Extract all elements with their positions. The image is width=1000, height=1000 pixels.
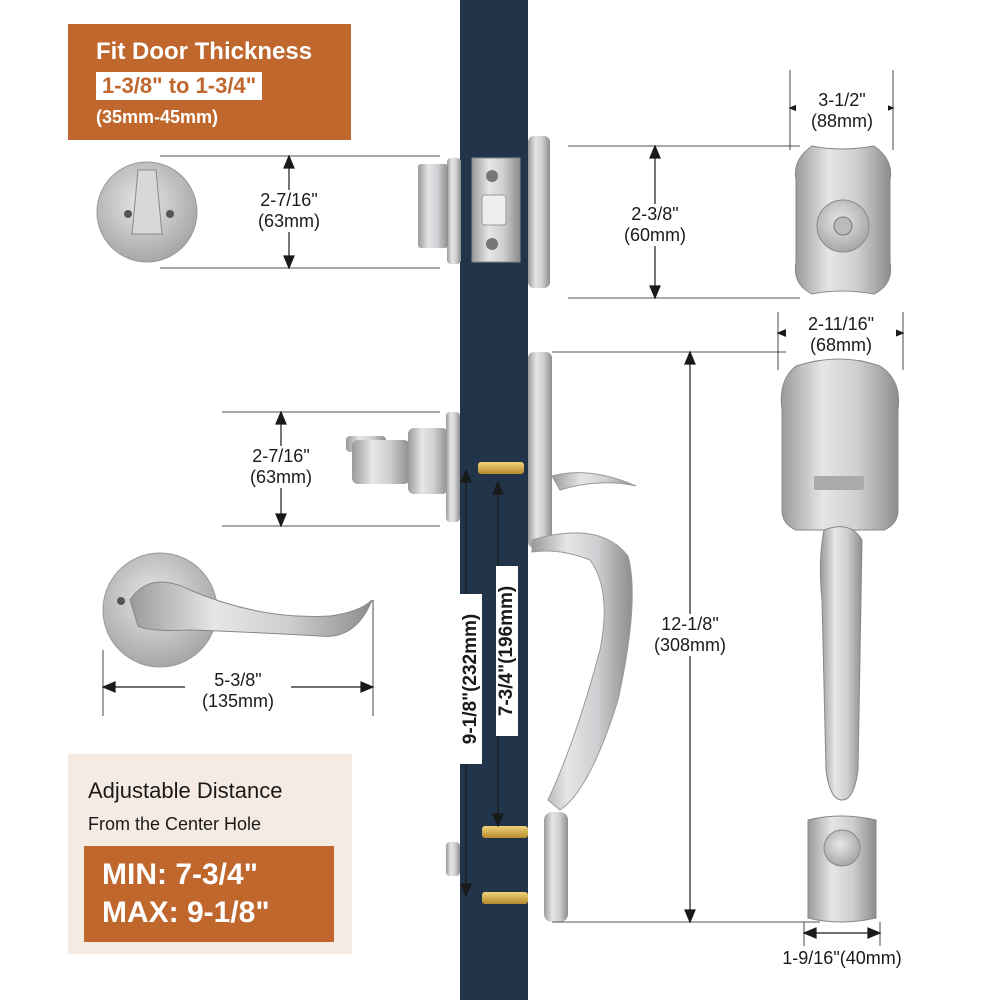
lever-height-label: 2-7/16"(63mm)	[228, 446, 334, 488]
deadbolt-height-label: 2-3/8"(60mm)	[606, 204, 704, 246]
door-thickness-range: 1-3/8" to 1-3/4"	[96, 72, 263, 100]
door-thickness-metric: (35mm-45mm)	[96, 107, 219, 127]
door-thickness-badge: Fit Door Thickness 1-3/8" to 1-3/4" (35m…	[68, 24, 351, 140]
adjustable-range-box: MIN: 7-3/4" MAX: 9-1/8"	[84, 846, 334, 942]
handleset-bottom-width-label: 1-9/16"(40mm)	[782, 948, 902, 968]
adjustable-max: MAX: 9-1/8"	[102, 896, 270, 929]
deadbolt-side-view	[418, 136, 550, 288]
lever-front-view	[102, 552, 373, 668]
door-thickness-title: Fit Door Thickness	[96, 38, 313, 65]
adjustable-title: Adjustable Distance	[88, 778, 283, 803]
handleset-side-view	[446, 462, 633, 922]
adjustable-min: MIN: 7-3/4"	[102, 858, 258, 891]
adjustable-distance-panel: Adjustable Distance From the Center Hole…	[68, 754, 352, 954]
adjustable-subtitle: From the Center Hole	[88, 814, 262, 834]
deadbolt-front-view	[794, 145, 892, 295]
lever-length-label: 5-3/8"(135mm)	[185, 670, 291, 712]
thumbturn-front-view	[96, 161, 198, 263]
handleset-front-view	[780, 358, 900, 923]
spacing-max-label: 9-1/8"(232mm)	[460, 594, 482, 764]
deadbolt-width-label: 3-1/2"(88mm)	[796, 90, 888, 132]
handleset-width-label: 2-11/16"(68mm)	[786, 314, 896, 356]
handleset-height-label: 12-1/8"(308mm)	[645, 614, 735, 656]
thumbturn-height-label: 2-7/16"(63mm)	[236, 190, 342, 232]
spacing-min-label: 7-3/4"(196mm)	[496, 566, 518, 736]
door-edge	[460, 0, 528, 1000]
lever-side-view	[346, 352, 637, 548]
